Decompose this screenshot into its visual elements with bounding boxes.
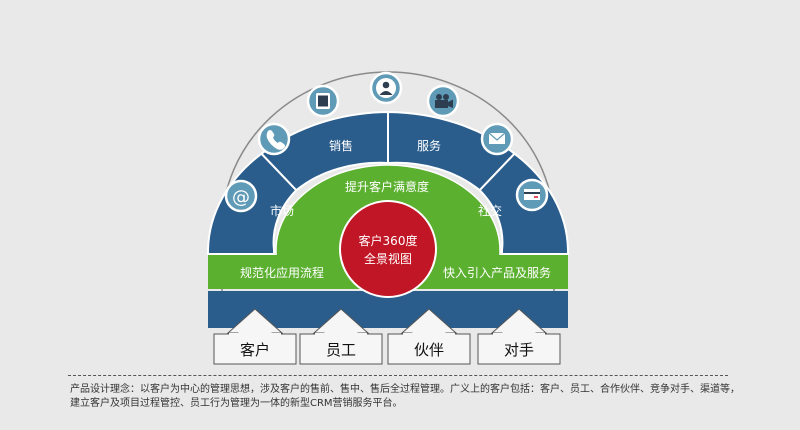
party-box — [213, 333, 297, 365]
right-band-label: 快入引入产品及服务 — [443, 265, 551, 280]
core-label-line1: 客户360度 — [359, 233, 418, 248]
left-band-label: 规范化应用流程 — [240, 265, 324, 280]
video-camera-icon — [426, 84, 460, 118]
tablet-icon — [306, 84, 340, 118]
party-box — [477, 333, 561, 365]
mail-icon — [480, 122, 514, 156]
footnote-separator — [68, 375, 728, 376]
segment-label-market: 市场 — [270, 203, 294, 218]
phone-icon — [257, 122, 291, 156]
party-partner: 伙伴 — [387, 308, 471, 365]
card-icon — [515, 178, 549, 212]
svg-text:@: @ — [232, 187, 250, 208]
at-icon: @ — [224, 179, 258, 213]
user-icon — [369, 71, 403, 105]
party-competitor: 对手 — [477, 308, 561, 365]
segment-label-sales: 销售 — [329, 138, 353, 153]
party-label: 客户 — [240, 341, 270, 359]
green-arc-label: 提升客户满意度 — [345, 179, 429, 194]
party-employee: 员工 — [299, 308, 383, 365]
segment-label-social: 社交 — [478, 203, 502, 218]
party-label: 对手 — [504, 341, 534, 359]
core-label-line2: 全景视图 — [364, 251, 412, 266]
party-label: 伙伴 — [414, 341, 444, 359]
segment-label-service: 服务 — [417, 138, 441, 153]
footnote: 产品设计理念：以客户为中心的管理思想，涉及客户的售前、售中、售后全过程管理。广义… — [70, 384, 740, 409]
party-box — [299, 333, 383, 365]
core-circle — [339, 200, 437, 298]
party-customer: 客户 — [213, 308, 297, 365]
party-label: 员工 — [326, 341, 356, 359]
